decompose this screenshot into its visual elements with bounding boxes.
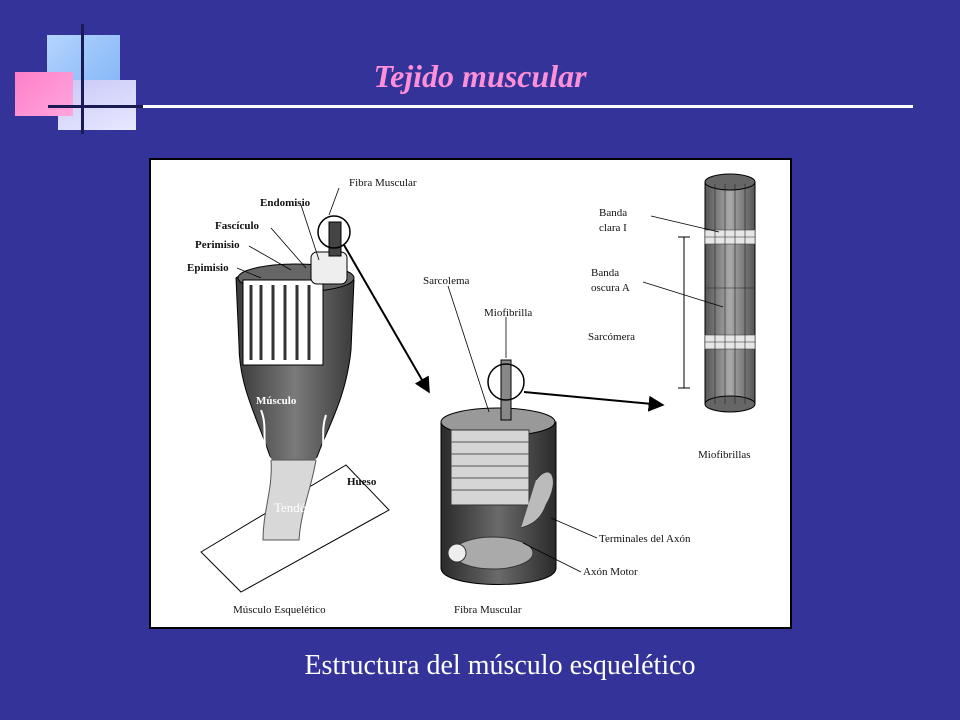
label-sarcomera: Sarcómera	[588, 331, 635, 343]
muscle-diagram-svg: Fibra Muscular Endomisio Fascículo Perim…	[187, 173, 756, 616]
label-musculo: Músculo	[256, 395, 297, 407]
leader-lines-right	[447, 215, 724, 573]
label-musculo-esqueletico: Músculo Esquelético	[233, 604, 326, 616]
label-miofibrillas: Miofibrillas	[698, 449, 751, 461]
label-banda-clara-1: Banda	[599, 207, 627, 219]
decor-horizontal-accent	[48, 105, 143, 108]
decor-vertical-line	[81, 24, 84, 134]
leader-lines-left	[236, 187, 340, 279]
label-hueso: Hueso	[347, 476, 377, 488]
label-perimisio: Perimisio	[195, 239, 240, 251]
myofibril	[704, 173, 756, 413]
arrow-muscle-to-fiber	[343, 244, 430, 394]
label-endomisio: Endomisio	[260, 197, 311, 209]
label-fibra-muscular-top: Fibra Muscular	[349, 177, 417, 189]
muscle-fiber	[440, 359, 557, 585]
decor-square-pink	[15, 72, 73, 116]
label-banda-clara-2: clara I	[599, 222, 627, 234]
label-axon-motor: Axón Motor	[583, 566, 638, 578]
muscle-diagram: Fibra Muscular Endomisio Fascículo Perim…	[149, 158, 792, 629]
slide-caption: Estructura del músculo esquelético	[304, 650, 696, 681]
label-tendon: Tendón	[274, 500, 313, 515]
sarcomere-bracket	[678, 236, 690, 389]
title-underline	[48, 105, 913, 108]
arrow-fiber-to-myofibrils	[523, 391, 665, 412]
label-sarcolema: Sarcolema	[423, 275, 470, 287]
label-banda-oscura-1: Banda	[591, 267, 619, 279]
label-fibra-muscular-bottom: Fibra Muscular	[454, 604, 522, 616]
slide-title: Tejido muscular	[373, 58, 587, 94]
label-fasciculo: Fascículo	[215, 220, 259, 232]
muscle-body	[235, 215, 355, 541]
label-terminales-axon: Terminales del Axón	[599, 533, 691, 545]
label-epimisio: Epimisio	[187, 262, 229, 274]
label-banda-oscura-2: oscura A	[591, 282, 630, 294]
label-miofibrilla: Miofibrilla	[484, 307, 532, 319]
